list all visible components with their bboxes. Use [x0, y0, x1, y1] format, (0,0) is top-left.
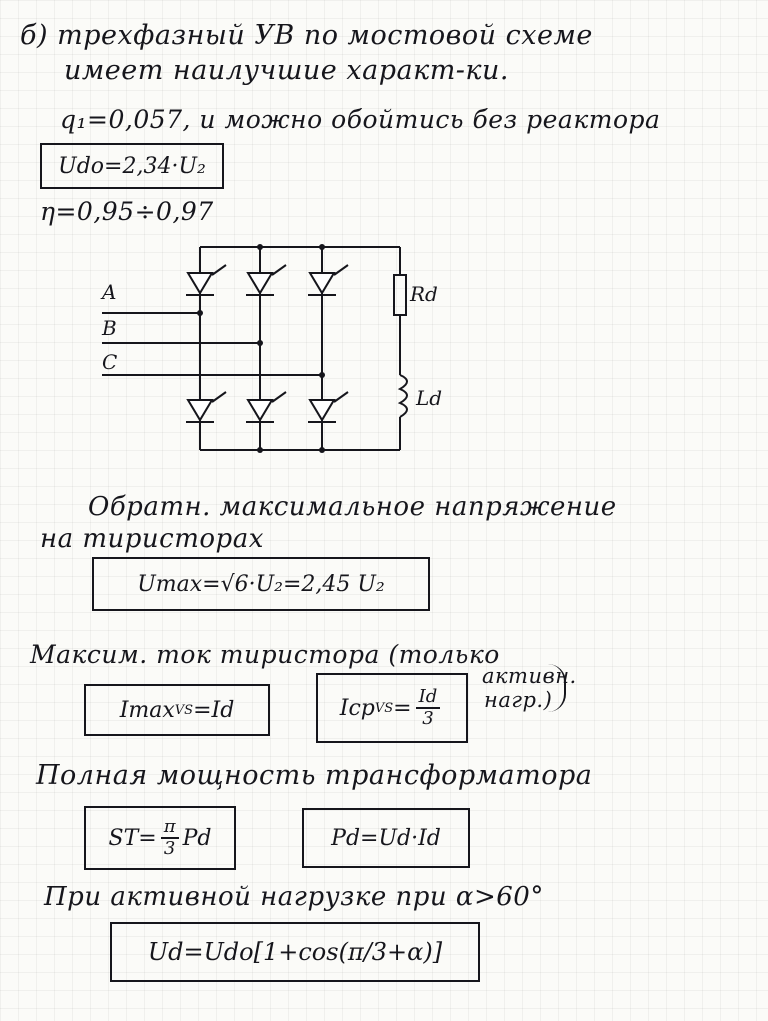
pd-formula: Pd=Ud·Id — [331, 825, 441, 851]
reverse-voltage-heading-2: на тиристорах — [40, 524, 264, 554]
ud-formula: Ud=Udo[1+cos(π/3+α)] — [147, 938, 443, 966]
imax-value: =Id — [193, 697, 235, 723]
ud-formula-box: Ud=Udo[1+cos(π/3+α)] — [110, 922, 480, 982]
max-current-heading: Максим. ток тиристора (только — [30, 640, 500, 669]
st-denominator: 3 — [163, 838, 176, 859]
st-formula-box: ST= π 3 Pd — [84, 806, 236, 870]
umax-formula: Umax=√6·U₂=2,45 U₂ — [137, 571, 385, 597]
active-load-note-2: нагр.) — [484, 688, 553, 712]
icp-numerator: Id — [415, 687, 441, 709]
udo-formula: Udo=2,34·U₂ — [58, 153, 206, 179]
udo-formula-box: Udo=2,34·U₂ — [40, 143, 224, 189]
icp-fraction: Id 3 — [415, 687, 441, 729]
transformer-power-heading: Полная мощность трансформатора — [36, 760, 593, 791]
icp-denominator: 3 — [422, 708, 434, 729]
icp-formula-box: Icp VS = Id 3 — [316, 673, 468, 743]
st-fraction: π 3 — [160, 817, 179, 859]
resistor-rd — [393, 274, 407, 316]
imax-subscript: VS — [174, 702, 194, 718]
active-load-heading: При активной нагрузке при α>60° — [44, 882, 544, 912]
heading-line-1: б) трехфазный УВ по мостовой схеме — [20, 20, 593, 51]
st-pd: Pd — [182, 825, 212, 851]
icp-subscript: VS — [374, 700, 394, 716]
pd-formula-box: Pd=Ud·Id — [302, 808, 470, 868]
reverse-voltage-heading: Обратн. максимальное напряжение — [88, 492, 617, 522]
bridge-rectifier-diagram: A B C Rd Ld — [100, 244, 442, 453]
phase-b-label: B — [101, 316, 117, 340]
phase-a-label: A — [100, 280, 116, 304]
heading-line-2: имеет наилучшие характ-ки. — [64, 55, 510, 86]
icp-label: Icp — [339, 695, 375, 721]
icp-equals: = — [393, 695, 412, 721]
inductor-label: Ld — [415, 386, 442, 410]
st-label: ST= — [108, 825, 157, 851]
note-bracket — [548, 664, 566, 712]
st-numerator: π — [160, 817, 179, 839]
umax-formula-box: Umax=√6·U₂=2,45 U₂ — [92, 557, 430, 611]
imax-label: Imax — [119, 697, 175, 723]
phase-c-label: C — [102, 350, 117, 374]
resistor-label: Rd — [409, 282, 438, 306]
efficiency-line: η=0,95÷0,97 — [40, 197, 214, 226]
reactor-note-line: q₁=0,057, и можно обойтись без реактора — [60, 105, 661, 134]
imax-formula-box: Imax VS =Id — [84, 684, 270, 736]
